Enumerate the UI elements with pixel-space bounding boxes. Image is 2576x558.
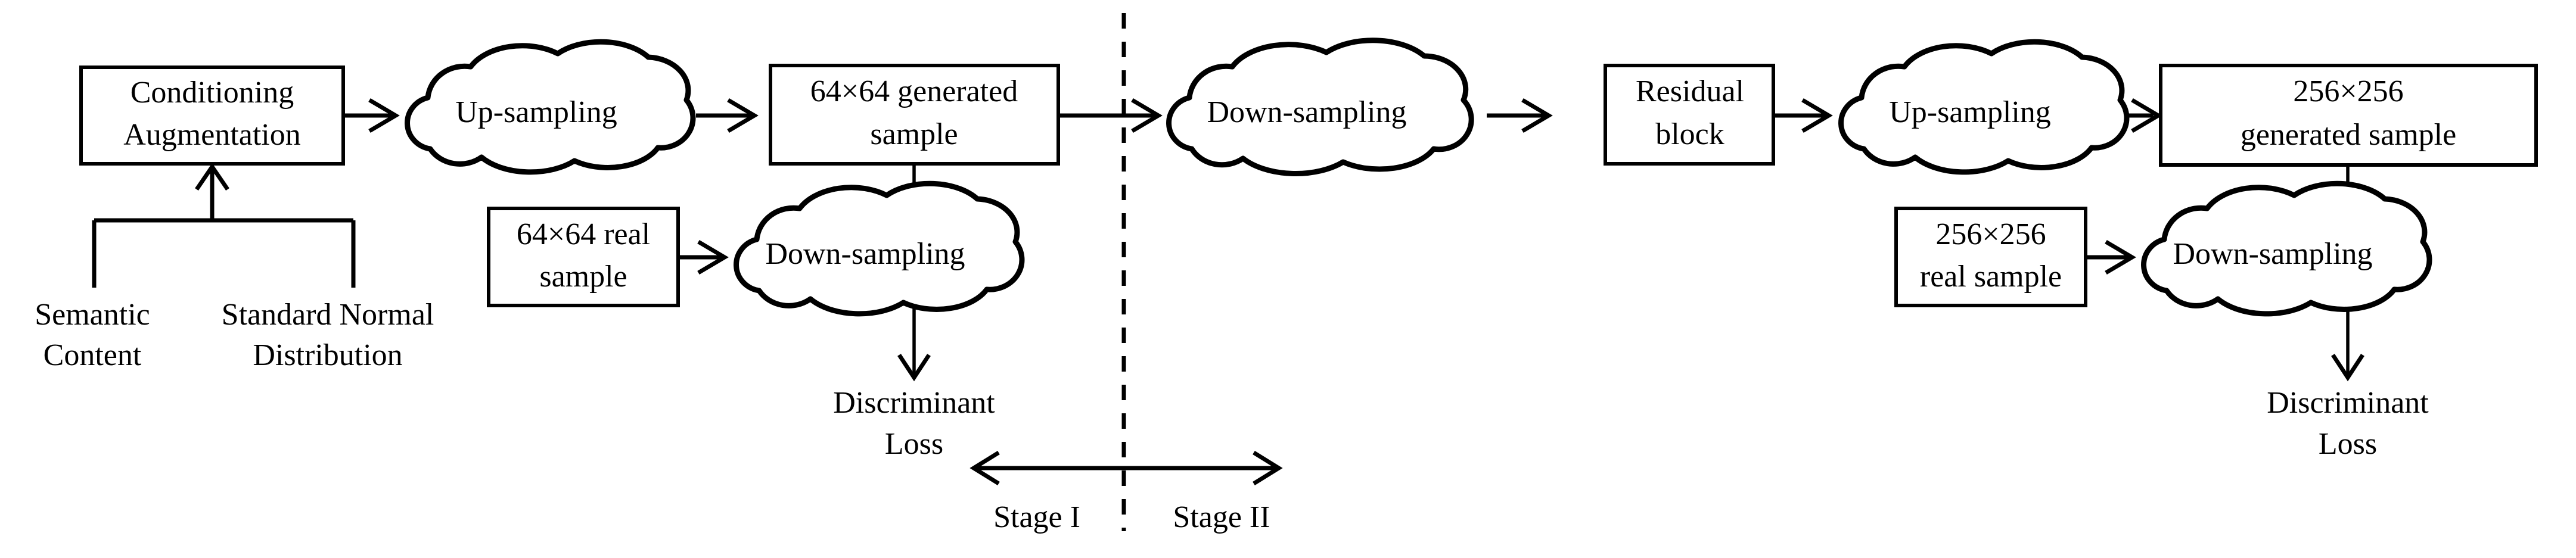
downsampling-cloud-stage1: Down-sampling bbox=[734, 180, 1025, 317]
discriminant-loss-stage1: Discriminant Loss bbox=[833, 386, 995, 461]
residual-block-rect bbox=[1604, 64, 1775, 166]
real-sample-64-rect bbox=[487, 207, 680, 307]
generated-sample-256-box: 256×256 generated sample bbox=[2159, 64, 2538, 167]
stage-span-arrow bbox=[970, 451, 1283, 485]
arrow-real256-to-downsampling bbox=[2087, 239, 2136, 275]
conditioning-augmentation-box-rect bbox=[79, 66, 345, 166]
real-sample-256-line1: 256×256 bbox=[1935, 217, 2046, 251]
semantic-content-line2: Content bbox=[43, 338, 142, 372]
input-fan-in-connector bbox=[92, 163, 356, 288]
discriminant-loss-stage1-line2: Loss bbox=[885, 427, 943, 461]
stage-one-label: Stage I bbox=[993, 500, 1080, 534]
generated-sample-64-box: 64×64 generated sample bbox=[769, 64, 1060, 166]
arrow-upsampling-to-generated64 bbox=[696, 98, 759, 133]
standard-normal-distribution-label: Standard Normal Distribution bbox=[222, 298, 434, 372]
arrow-downsampling-to-loss-stage1 bbox=[897, 307, 931, 382]
upsampling-cloud-stage2-label: Up-sampling bbox=[1889, 95, 2051, 129]
arrow-conditioning-to-upsampling bbox=[344, 98, 400, 133]
discriminant-loss-stage2-line1: Discriminant bbox=[2267, 386, 2429, 420]
standard-normal-line1: Standard Normal bbox=[222, 298, 434, 332]
downsampling-cloud-stage1-label: Down-sampling bbox=[765, 237, 965, 271]
residual-block-line2: block bbox=[1655, 117, 1724, 151]
arrow-generated64-to-downsampling-stage2 bbox=[1060, 98, 1163, 133]
downsampling-cloud-stage2: Down-sampling bbox=[1166, 38, 1474, 176]
arrow-downsampling-to-loss-stage2 bbox=[2331, 307, 2364, 382]
arrow-upsampling-to-generated256 bbox=[2128, 98, 2162, 133]
discriminant-loss-stage2-line2: Loss bbox=[2319, 427, 2377, 461]
upsampling-cloud-stage2: Up-sampling bbox=[1838, 39, 2130, 175]
semantic-content-line1: Semantic bbox=[35, 298, 150, 332]
stage-two-label: Stage II bbox=[1173, 500, 1270, 534]
standard-normal-line2: Distribution bbox=[253, 338, 402, 372]
discriminant-loss-stage2: Discriminant Loss bbox=[2267, 386, 2429, 461]
real-sample-256-line2: real sample bbox=[1920, 260, 2062, 294]
real-sample-64-box: 64×64 real sample bbox=[487, 207, 680, 307]
generated-sample-64-line1: 64×64 generated bbox=[810, 74, 1018, 108]
upsampling-cloud-stage1: Up-sampling bbox=[405, 39, 696, 175]
generated-sample-64-line2: sample bbox=[870, 117, 958, 151]
downsampling-cloud-stage2-label: Down-sampling bbox=[1207, 95, 1406, 129]
conditioning-augmentation-line2: Augmentation bbox=[123, 118, 301, 152]
arrow-residual-to-upsampling bbox=[1775, 98, 1833, 133]
residual-block-line1: Residual bbox=[1636, 74, 1744, 108]
generated-sample-256-rect bbox=[2159, 64, 2538, 167]
generated-sample-64-rect bbox=[769, 64, 1060, 166]
conditioning-augmentation-box: Conditioning Augmentation bbox=[79, 66, 345, 166]
residual-block-box: Residual block bbox=[1604, 64, 1775, 166]
downsampling-cloud-stage2-disc-label: Down-sampling bbox=[2173, 237, 2372, 271]
upsampling-cloud-stage1-label: Up-sampling bbox=[455, 95, 617, 129]
real-sample-64-line2: sample bbox=[539, 260, 627, 294]
conditioning-augmentation-line1: Conditioning bbox=[130, 76, 294, 110]
arrow-real64-to-downsampling bbox=[679, 239, 729, 275]
generated-sample-256-line2: generated sample bbox=[2241, 118, 2456, 152]
downsampling-cloud-stage2-disc: Down-sampling bbox=[2141, 180, 2432, 317]
real-sample-256-box: 256×256 real sample bbox=[1894, 207, 2087, 307]
real-sample-256-rect bbox=[1894, 207, 2087, 307]
semantic-content-label: Semantic Content bbox=[35, 298, 150, 372]
discriminant-loss-stage1-line1: Discriminant bbox=[833, 386, 995, 420]
real-sample-64-line1: 64×64 real bbox=[517, 217, 650, 251]
generated-sample-256-line1: 256×256 bbox=[2293, 74, 2403, 108]
arrow-downsampling-to-residual bbox=[1487, 98, 1553, 133]
